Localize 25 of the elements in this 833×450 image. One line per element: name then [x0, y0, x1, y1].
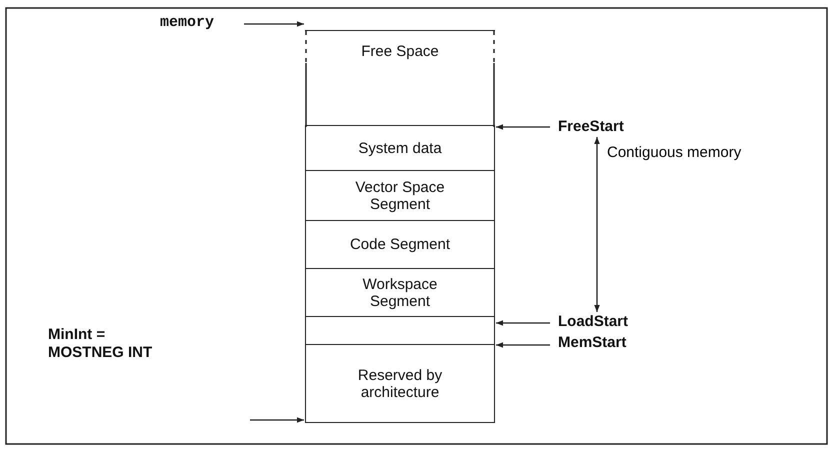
- segment-label: Reserved by architecture: [356, 366, 444, 400]
- arrow: [250, 417, 304, 423]
- pointer-label: MemStart: [558, 334, 634, 352]
- memory-segment: [305, 30, 495, 126]
- segment-label: Vector Space Segment: [354, 178, 446, 212]
- segment-label: System data: [358, 140, 442, 156]
- memory-segment: [305, 126, 495, 171]
- memory-segment: [305, 345, 495, 423]
- pointer-label: MinInt = MOSTNEG INT: [48, 326, 166, 362]
- memory-segment: [305, 221, 495, 269]
- edge-label: Contiguous memory: [607, 144, 742, 161]
- arrow: [496, 342, 550, 348]
- memory-segment: [305, 317, 495, 345]
- memory-segment: [305, 269, 495, 317]
- segment-label: Code Segment: [350, 236, 450, 253]
- arrow: [244, 21, 304, 27]
- memory-segment: [305, 171, 495, 221]
- pointer-label: LoadStart: [558, 313, 638, 331]
- arrow: [496, 320, 550, 326]
- arrow: [496, 124, 550, 130]
- arrow: [594, 137, 600, 312]
- pointer-label: memory: [160, 14, 236, 32]
- segment-label: Workspace Segment: [362, 276, 438, 310]
- segment-label: Free Space: [361, 43, 439, 60]
- pointer-label: FreeStart: [558, 118, 630, 136]
